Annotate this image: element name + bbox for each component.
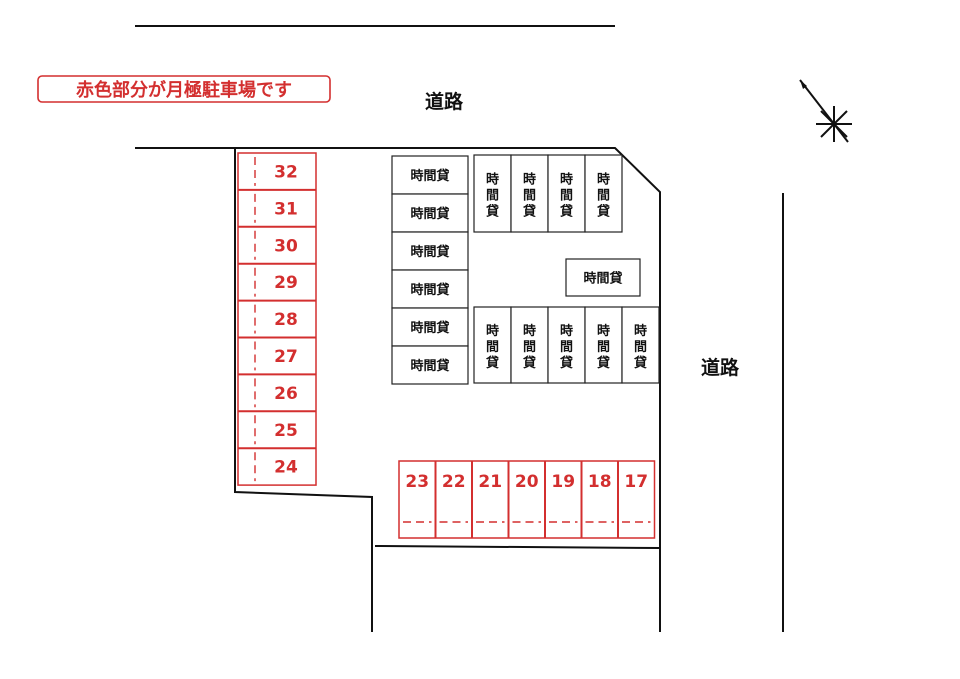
hourly-space-label-char: 間 <box>523 189 536 204</box>
hourly-space-label-char: 間 <box>486 189 499 204</box>
hourly-space-label-char: 時 <box>597 172 610 188</box>
monthly-space-number: 31 <box>274 199 298 219</box>
hourly-space-label-char: 貸 <box>523 355 536 371</box>
hourly-space-label-char: 時 <box>634 323 647 339</box>
legend-box <box>37 75 331 103</box>
legend: 赤色部分が月極駐車場です <box>37 75 331 103</box>
monthly-space-number: 22 <box>442 472 466 492</box>
monthly-left-outline <box>237 152 317 486</box>
north-arrow-icon <box>799 79 852 143</box>
monthly-space-number: 21 <box>478 472 502 492</box>
monthly-space-number: 18 <box>588 472 612 492</box>
hourly-space <box>510 306 549 384</box>
monthly-space-number: 24 <box>274 458 298 478</box>
hourly-space <box>473 154 512 233</box>
hourly-space-label: 時間貸 <box>410 206 449 222</box>
hourly-space-label: 時間貸 <box>583 271 622 287</box>
road-label-top: 道路 <box>425 90 464 113</box>
hourly-space-label-char: 間 <box>560 340 573 355</box>
monthly-space-number: 19 <box>551 472 575 492</box>
hourly-space <box>584 154 623 233</box>
hourly-space <box>584 306 623 384</box>
hourly-space-label-char: 貸 <box>634 355 647 371</box>
monthly-space-number: 26 <box>274 384 298 404</box>
monthly-space-number: 25 <box>274 421 298 441</box>
hourly-space-label-char: 間 <box>597 189 610 204</box>
monthly-space-number: 30 <box>274 236 298 256</box>
hourly-space-label-char: 時 <box>597 323 610 339</box>
legend-text: 赤色部分が月極駐車場です <box>76 79 292 101</box>
hourly-space-label-char: 時 <box>486 172 499 188</box>
hourly-space-label: 時間貸 <box>410 168 449 184</box>
hourly-space-label-char: 間 <box>634 340 647 355</box>
hourly-space-label: 時間貸 <box>410 358 449 374</box>
monthly-spaces-left: 32 31 30 29 28 27 26 25 24 <box>237 152 317 486</box>
monthly-space-number: 17 <box>624 472 648 492</box>
monthly-space-number: 29 <box>274 273 298 293</box>
hourly-space <box>621 306 660 384</box>
hourly-space-label: 時間貸 <box>410 320 449 336</box>
hourly-space-label-char: 時 <box>523 323 536 339</box>
hourly-space <box>391 345 469 385</box>
monthly-spaces-bottom: 23 22 21 20 19 18 17 <box>398 460 656 539</box>
hourly-space-label-char: 貸 <box>560 355 573 371</box>
monthly-space-number: 27 <box>274 347 298 367</box>
hourly-space <box>391 155 469 195</box>
hourly-space-label-char: 貸 <box>486 355 499 371</box>
hourly-space-label-char: 間 <box>597 340 610 355</box>
hourly-space <box>565 258 641 297</box>
hourly-space <box>391 231 469 271</box>
hourly-space-label-char: 貸 <box>486 204 499 220</box>
hourly-space-label-char: 貸 <box>597 355 610 371</box>
lot-boundary-inner <box>374 545 661 549</box>
hourly-space <box>547 306 586 384</box>
hourly-space-label-char: 貸 <box>523 204 536 220</box>
monthly-space-number: 20 <box>515 472 539 492</box>
hourly-space-label-char: 時 <box>560 172 573 188</box>
hourly-space-label-char: 貸 <box>597 204 610 220</box>
lot-boundary <box>135 147 661 632</box>
hourly-spaces: 時間貸時間貸時間貸時間貸時間貸時間貸時間貸時間貸時間貸時間貸時間貸時間貸時間貸時… <box>391 154 660 385</box>
hourly-space-label-char: 時 <box>486 323 499 339</box>
hourly-space <box>547 154 586 233</box>
hourly-space-label: 時間貸 <box>410 244 449 260</box>
hourly-space-label-char: 時 <box>560 323 573 339</box>
monthly-space-number: 23 <box>405 472 429 492</box>
road-label-right: 道路 <box>701 356 740 379</box>
monthly-space-number: 32 <box>274 162 298 182</box>
monthly-bottom-outline <box>398 460 656 539</box>
hourly-space-label-char: 間 <box>560 189 573 204</box>
hourly-space-label-char: 貸 <box>560 204 573 220</box>
hourly-space-label-char: 間 <box>486 340 499 355</box>
hourly-space <box>391 307 469 347</box>
hourly-space-label-char: 時 <box>523 172 536 188</box>
hourly-space-label: 時間貸 <box>410 282 449 298</box>
monthly-space-number: 28 <box>274 310 298 330</box>
hourly-space-label-char: 間 <box>523 340 536 355</box>
lot-boundary-left <box>234 148 373 632</box>
